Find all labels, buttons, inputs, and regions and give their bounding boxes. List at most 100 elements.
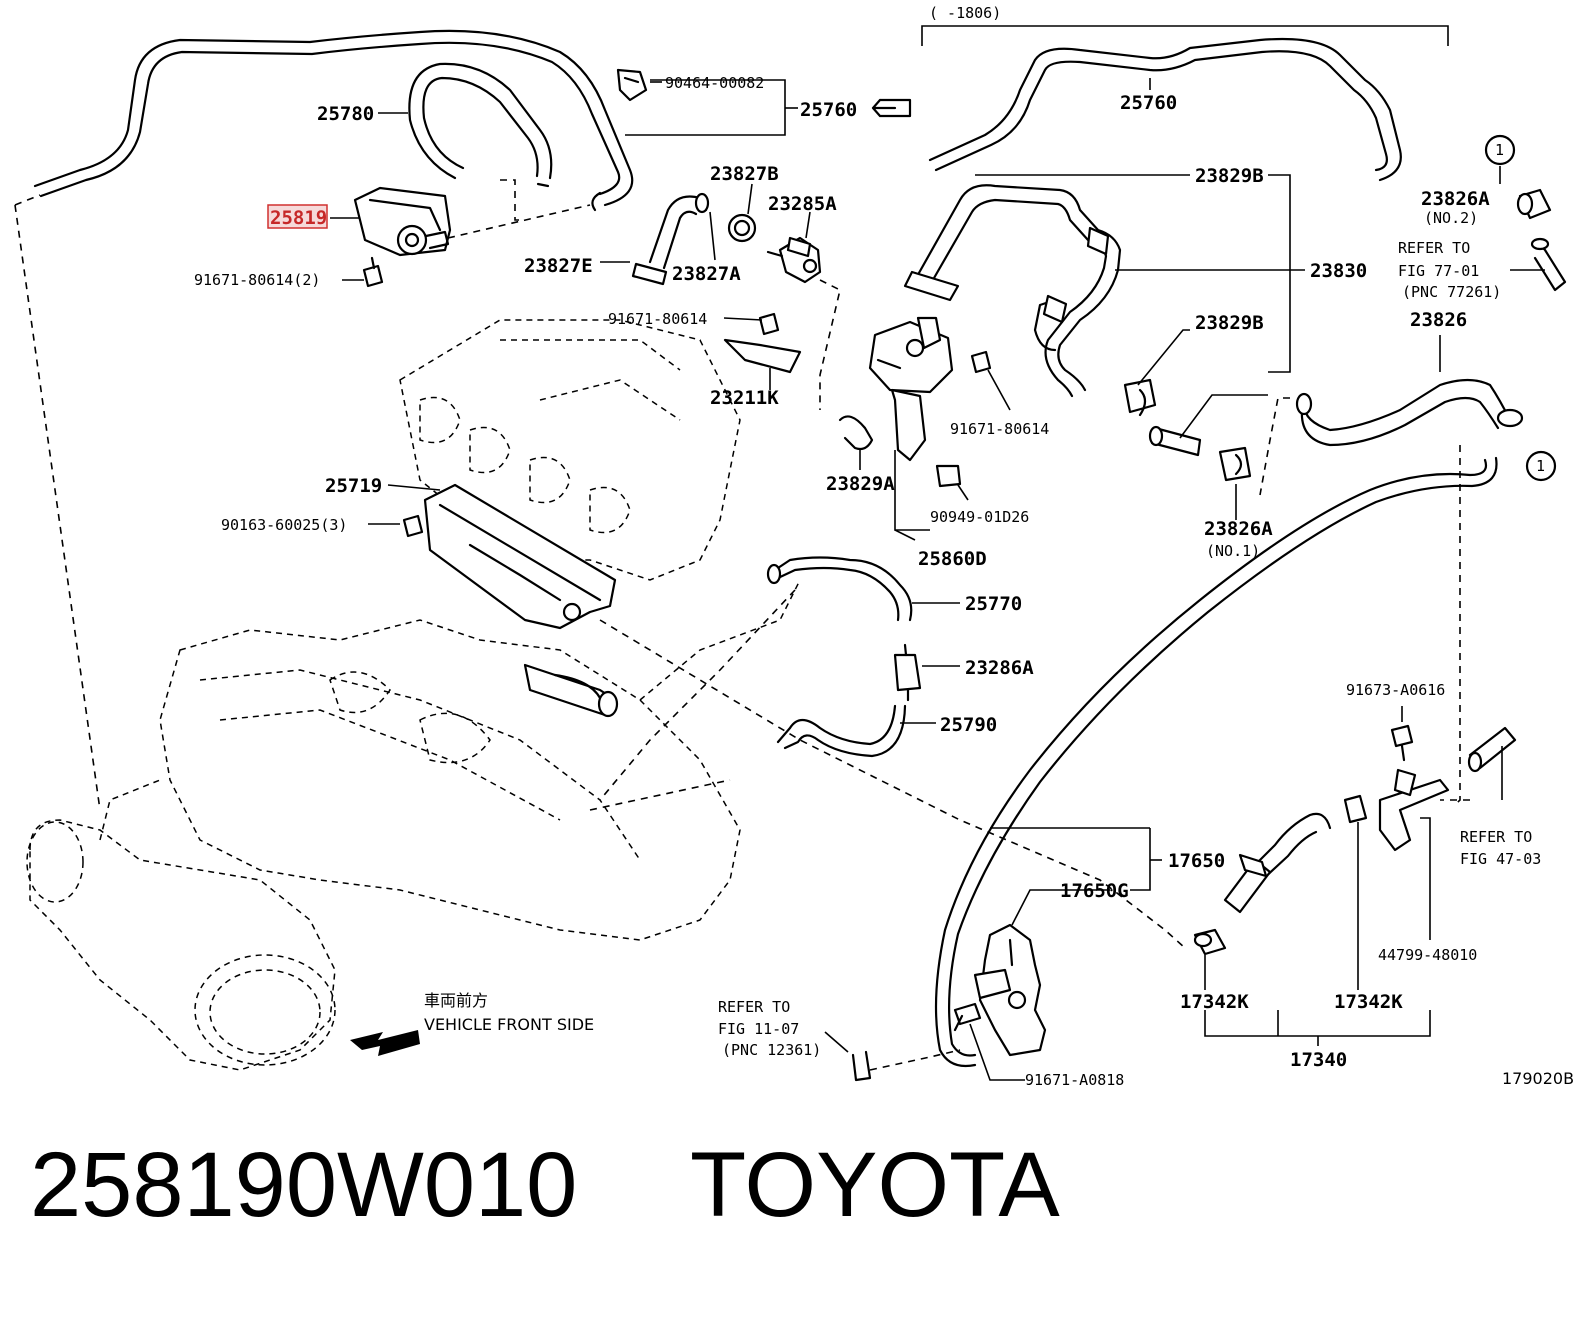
bolt-91673-A0616 [1390, 706, 1414, 762]
clip-23826A-no2 [1499, 166, 1552, 220]
valve-23285A [766, 211, 841, 410]
label-23830: 23830 [1310, 260, 1367, 282]
label-91671-A0818: 91671-A0818 [1025, 1071, 1124, 1089]
vsv-17650 [973, 827, 1162, 1057]
label-23829B-top: 23829B [1195, 165, 1264, 187]
label-25790: 25790 [940, 714, 997, 736]
pipe-25719 [387, 483, 617, 630]
clamp-17342K-right [1343, 794, 1368, 990]
label-91673-A0616: 91673-A0616 [1346, 681, 1445, 699]
bolt-91671-80614-b [970, 350, 1011, 411]
caption-part-number: 258190W010 [30, 1134, 578, 1236]
front-label-en: VEHICLE FRONT SIDE [424, 1015, 594, 1034]
hose-23829B-23830 [903, 174, 1305, 398]
range-bracket [921, 25, 1449, 46]
label-23827A: 23827A [672, 263, 741, 285]
clip-23826A-no1 [1218, 446, 1252, 520]
label-25760-left: 25760 [800, 99, 857, 121]
label-17650: 17650 [1168, 850, 1225, 872]
label-90464-00082: 90464-00082 [665, 74, 764, 92]
circle-marker-1-top: 1 [1495, 141, 1504, 159]
bracket-23211K [723, 338, 802, 390]
bolt-91671-80614-a [723, 312, 780, 336]
label-90949-01D26: 90949-01D26 [930, 508, 1029, 526]
caption-brand: TOYOTA [690, 1134, 1060, 1236]
label-17650G: 17650G [1060, 880, 1129, 902]
label-25780: 25780 [317, 103, 374, 125]
hose-23829A [838, 415, 874, 470]
refer-11-line3: (PNC 12361) [722, 1041, 821, 1059]
engine-block-outline [159, 579, 801, 941]
label-17342K-left: 17342K [1180, 991, 1249, 1013]
filter-23286A [893, 643, 960, 702]
hose-25790 [776, 704, 936, 758]
hose-17340 [1223, 812, 1332, 914]
label-23286A: 23286A [965, 657, 1034, 679]
bolt-91671-A0818 [953, 1002, 1025, 1081]
hose-long-right [934, 456, 1498, 1068]
circle-connectors [1484, 134, 1557, 482]
bracket-25760 [625, 79, 912, 136]
label-25770: 25770 [965, 593, 1022, 615]
label-17340: 17340 [1290, 1049, 1347, 1071]
vehicle-front-arrow [350, 1030, 420, 1056]
highlight-25819 [267, 204, 328, 229]
label-23826A-bottom: 23826A [1204, 518, 1273, 540]
labels: ( -1806) 25780 25819 91671-80614(2) 9046… [194, 4, 1574, 1089]
refer-11-line2: FIG 11-07 [718, 1020, 799, 1038]
hose-25770 [766, 556, 960, 622]
circle-marker-1-bottom: 1 [1536, 457, 1545, 475]
hose-25760-left [33, 29, 634, 212]
diagram-code: 179020B [1502, 1069, 1574, 1088]
vsv-25819 [353, 186, 591, 257]
clamp-17342K-left [1193, 928, 1227, 990]
refer-47-line1: REFER TO [1460, 828, 1532, 846]
label-23826A-bottom-note: (NO.1) [1206, 542, 1260, 560]
bolt-91671-80614-2 [362, 256, 384, 288]
bolt-90163 [368, 514, 424, 538]
label-23285A: 23285A [768, 193, 837, 215]
clamp-23827B [727, 183, 757, 243]
hose-23826 [1259, 335, 1524, 496]
range-label: ( -1806) [929, 4, 1001, 22]
label-23829B-mid: 23829B [1195, 312, 1264, 334]
refer-11-line1: REFER TO [718, 998, 790, 1016]
label-91671-80614-a: 91671-80614 [608, 310, 707, 328]
label-23827E: 23827E [524, 255, 593, 277]
label-91671-80614-2: 91671-80614(2) [194, 271, 320, 289]
hose-25780 [408, 62, 553, 188]
label-25760-right: 25760 [1120, 92, 1177, 114]
tube-refer-47-03 [1467, 726, 1517, 800]
hose-23827E-23827A [600, 192, 716, 286]
refer-77-line2: FIG 77-01 [1398, 262, 1479, 280]
routing-dashes [14, 179, 1470, 1071]
clip-23829B-mid [1123, 329, 1190, 417]
label-17342K-right: 17342K [1334, 991, 1403, 1013]
connector-23830 [1148, 394, 1268, 457]
tube-refer-77-01 [1510, 237, 1567, 292]
connector-90949 [935, 464, 969, 501]
refer-77-line1: REFER TO [1398, 239, 1470, 257]
bracket-17340 [1204, 1010, 1431, 1046]
turbo-housing-outline [26, 779, 336, 1071]
label-23211K: 23211K [710, 387, 779, 409]
refer-77-line3: (PNC 77261) [1402, 283, 1501, 301]
hose-25760-right [928, 37, 1402, 182]
label-25860D: 25860D [918, 548, 987, 570]
label-23826A-top: 23826A [1421, 188, 1490, 210]
label-25719: 25719 [325, 475, 382, 497]
tube-refer-11-07 [824, 1031, 872, 1082]
label-25819-highlighted: 25819 [270, 207, 327, 229]
label-91671-80614-b: 91671-80614 [950, 420, 1049, 438]
label-23827B: 23827B [710, 163, 779, 185]
label-23826: 23826 [1410, 309, 1467, 331]
refer-47-line2: FIG 47-03 [1460, 850, 1541, 868]
label-23826A-top-note: (NO.2) [1424, 209, 1478, 227]
label-44799-48010: 44799-48010 [1378, 946, 1477, 964]
label-90163-60025-3: 90163-60025(3) [221, 516, 347, 534]
label-23829A: 23829A [826, 473, 895, 495]
clip-90464 [616, 68, 648, 102]
vsv-25860D [868, 316, 954, 541]
